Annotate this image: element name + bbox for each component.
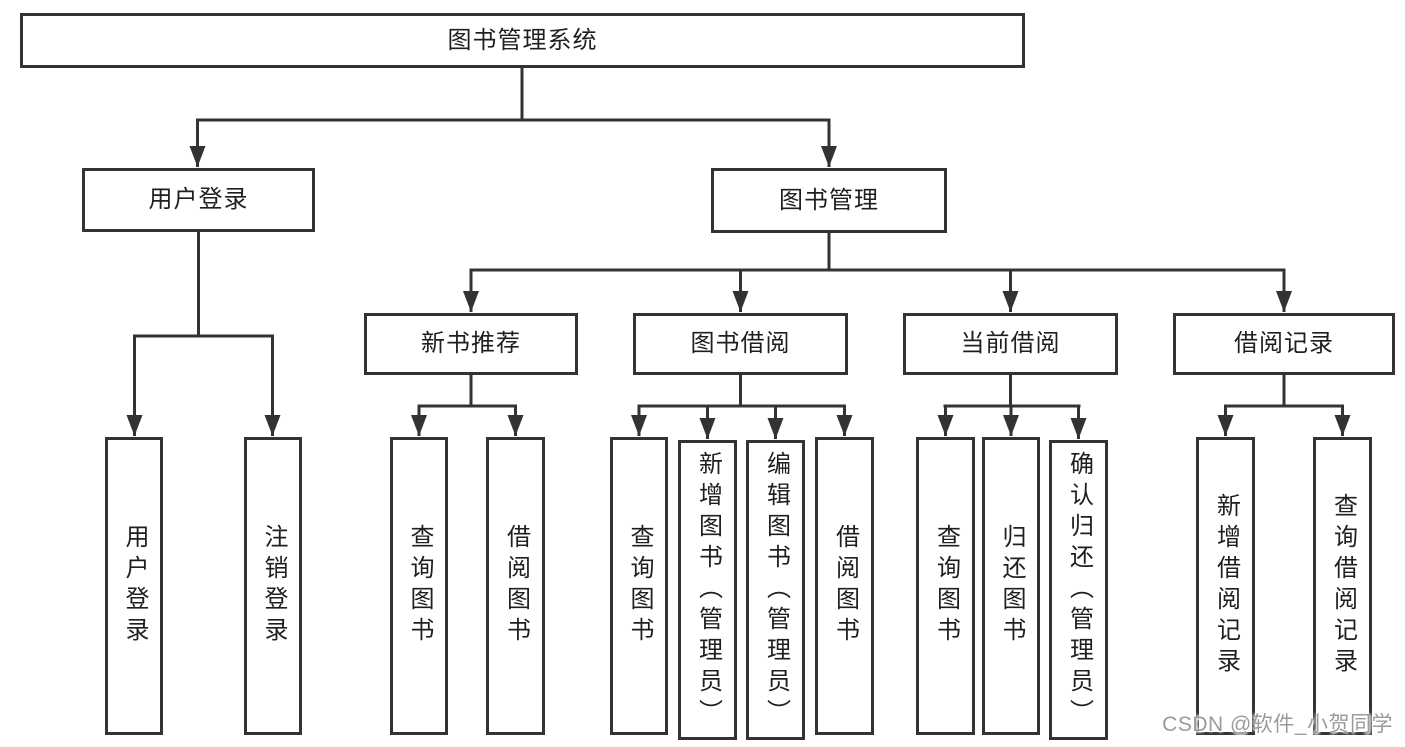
node-label: 图书管理 [779, 186, 879, 214]
leaf-label: 借阅图书 [831, 524, 859, 648]
node-book-borrow: 图书借阅 [633, 313, 848, 375]
leaf-label: 确认归还（管理员） [1065, 450, 1093, 730]
leaf-records-query-record: 查询借阅记录 [1313, 437, 1372, 735]
node-borrow-records: 借阅记录 [1173, 313, 1395, 375]
leaf-label: 查询图书 [406, 524, 433, 648]
leaf-label: 归还图书 [998, 524, 1025, 648]
leaf-label: 借阅图书 [502, 524, 530, 648]
leaf-user-login: 用户登录 [105, 437, 163, 735]
leaf-label: 用户登录 [121, 524, 148, 648]
leaf-current-return-book: 归还图书 [982, 437, 1040, 735]
node-root-library-system: 图书管理系统 [20, 13, 1025, 68]
leaf-label: 新增借阅记录 [1212, 493, 1240, 679]
leaf-label: 注销登录 [260, 524, 287, 648]
leaf-logout-login: 注销登录 [244, 437, 302, 735]
leaf-label: 查询借阅记录 [1329, 493, 1357, 679]
node-label: 新书推荐 [421, 330, 521, 357]
leaf-current-confirm-return-admin: 确认归还（管理员） [1049, 440, 1108, 740]
node-current-borrow: 当前借阅 [903, 313, 1118, 375]
leaf-label: 编辑图书（管理员） [762, 450, 790, 730]
node-label: 借阅记录 [1234, 330, 1334, 357]
node-label: 图书借阅 [690, 330, 791, 357]
node-label: 图书管理系统 [447, 26, 598, 54]
leaf-records-add-record: 新增借阅记录 [1196, 437, 1255, 735]
node-user-login-branch: 用户登录 [82, 168, 315, 232]
leaf-current-query-book: 查询图书 [916, 437, 975, 735]
node-book-management-branch: 图书管理 [711, 168, 947, 233]
csdn-watermark: CSDN @软件_小贺同学 [1162, 713, 1393, 736]
leaf-borrow-query-book: 查询图书 [610, 437, 668, 735]
leaf-borrow-borrow-book: 借阅图书 [815, 437, 874, 735]
leaf-label: 新增图书（管理员） [694, 450, 722, 730]
leaf-label: 查询图书 [626, 524, 653, 648]
leaf-recommend-borrow-book: 借阅图书 [486, 437, 545, 735]
leaf-recommend-query-book: 查询图书 [390, 437, 448, 735]
node-label: 当前借阅 [960, 330, 1061, 357]
node-new-book-recommend: 新书推荐 [364, 313, 578, 375]
leaf-borrow-edit-book-admin: 编辑图书（管理员） [746, 440, 805, 740]
leaf-label: 查询图书 [932, 524, 960, 648]
node-label: 用户登录 [148, 186, 249, 213]
leaf-borrow-add-book-admin: 新增图书（管理员） [678, 440, 737, 740]
